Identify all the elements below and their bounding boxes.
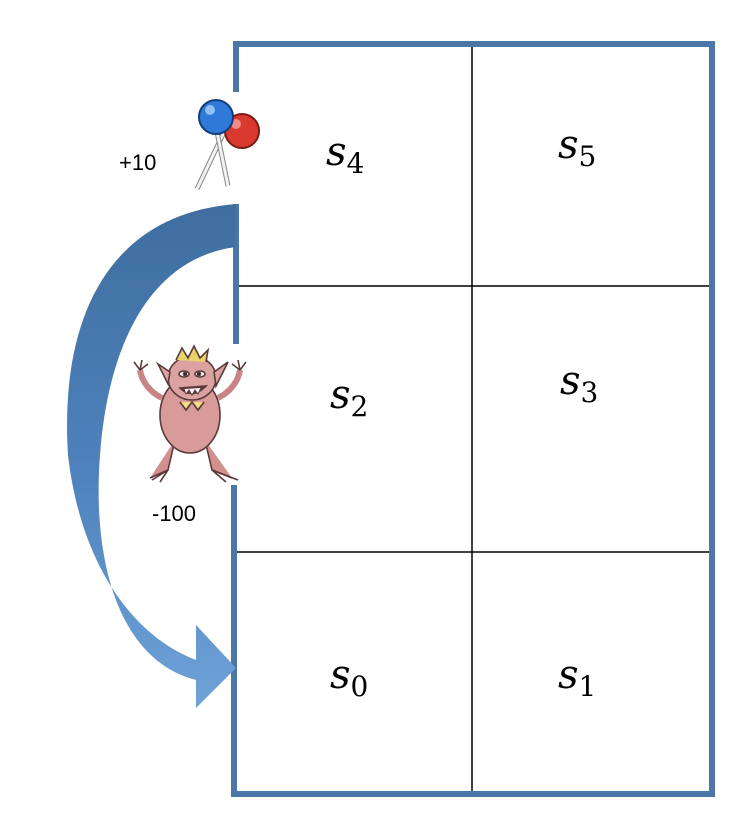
state-label-s4: s4 bbox=[326, 129, 364, 180]
state-subscript: 4 bbox=[347, 147, 365, 180]
state-base: s bbox=[558, 652, 579, 698]
candy-reward-label: +10 bbox=[119, 150, 156, 175]
state-label-s2: s2 bbox=[330, 372, 368, 423]
grid-border bbox=[231, 41, 715, 797]
state-base: s bbox=[326, 129, 347, 175]
monster-icon bbox=[133, 344, 247, 483]
state-subscript: 0 bbox=[351, 670, 369, 703]
state-label-s3: s3 bbox=[560, 358, 598, 409]
state-subscript: 1 bbox=[579, 670, 597, 703]
state-subscript: 5 bbox=[579, 140, 597, 173]
state-label-s0: s0 bbox=[330, 652, 368, 703]
lollipop-icon bbox=[194, 99, 260, 191]
state-base: s bbox=[560, 358, 581, 404]
state-base: s bbox=[558, 122, 579, 168]
state-subscript: 2 bbox=[351, 390, 369, 423]
curved-arrow-icon bbox=[67, 204, 236, 708]
state-label-s1: s1 bbox=[558, 652, 596, 703]
state-base: s bbox=[330, 372, 351, 418]
state-subscript: 3 bbox=[581, 376, 599, 409]
state-label-s5: s5 bbox=[558, 122, 596, 173]
monster-reward-label: -100 bbox=[152, 501, 196, 526]
grid-border-main bbox=[231, 41, 715, 797]
state-base: s bbox=[330, 652, 351, 698]
grid-lines bbox=[234, 44, 712, 794]
